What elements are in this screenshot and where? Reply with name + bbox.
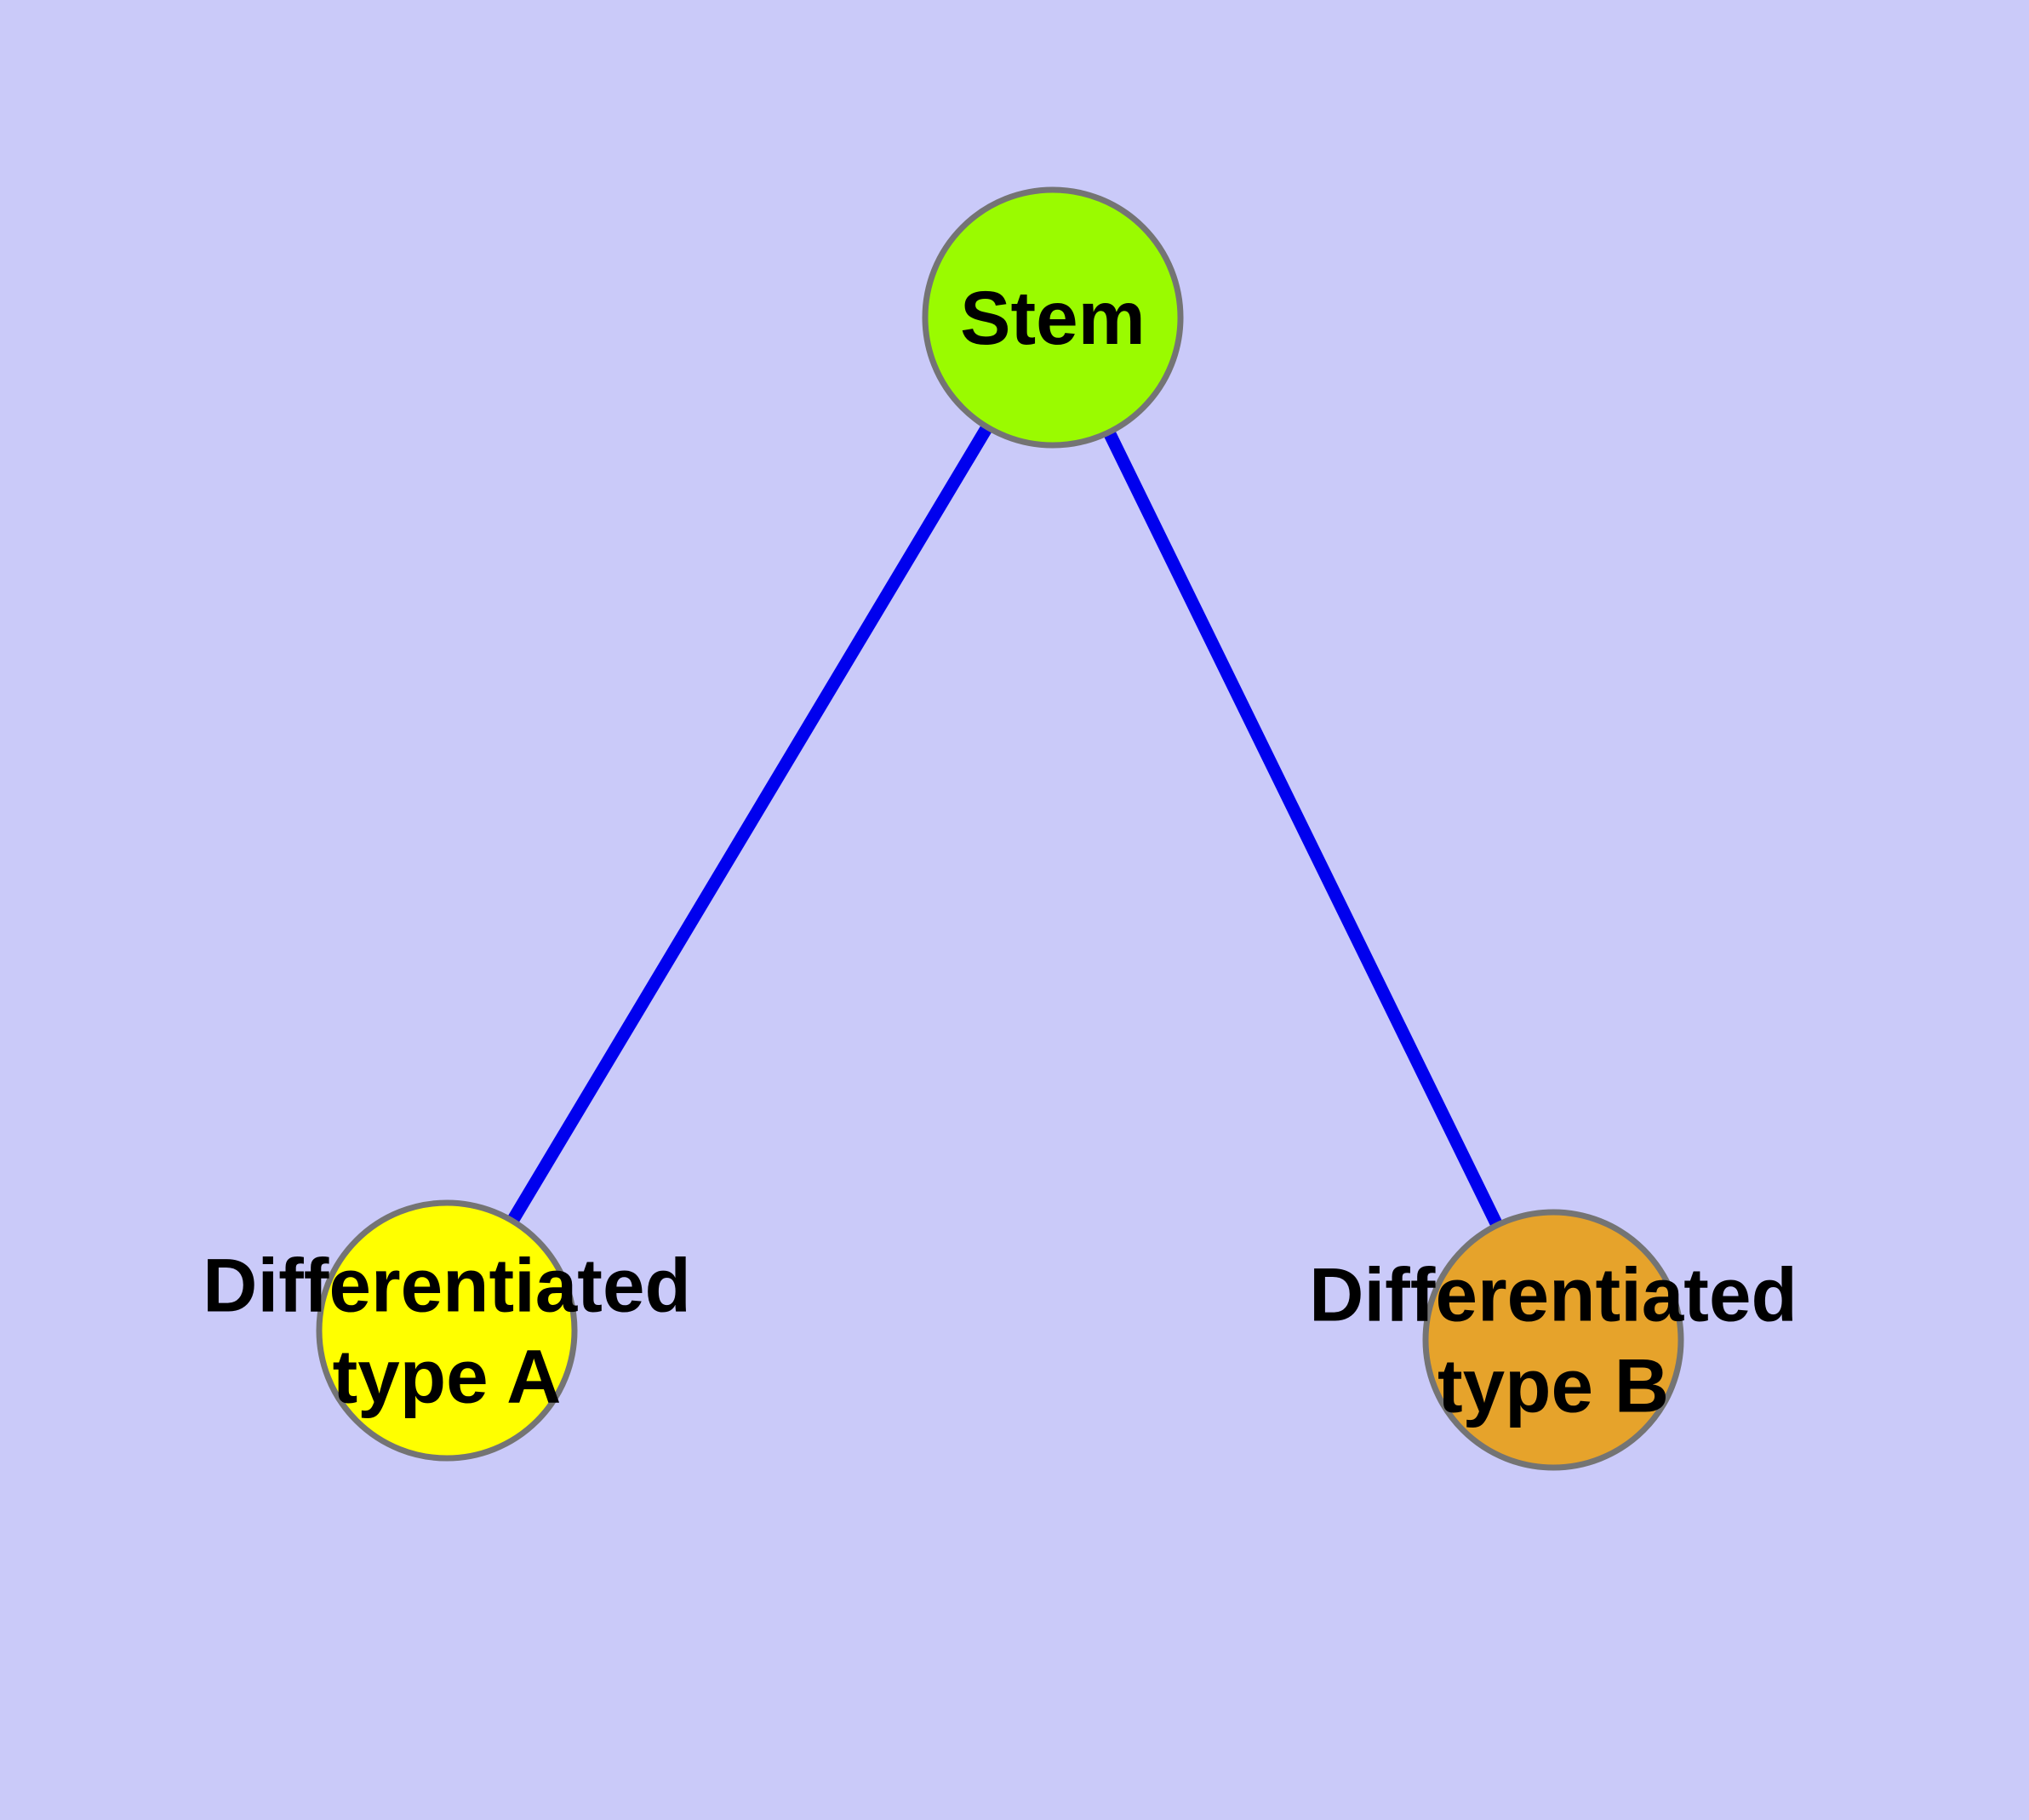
node-stem[interactable]: Stem <box>922 186 1184 449</box>
node-label-diff-a-line1: Differentiated <box>203 1243 691 1328</box>
node-label-stem-line1: Stem <box>960 275 1146 360</box>
node-label-diff-a-line2: type A <box>333 1334 562 1419</box>
node-label-diff-b-line2: type B <box>1437 1343 1669 1428</box>
edge-stem-to-diff-b <box>1047 314 1559 1343</box>
node-circle-diff-b[interactable] <box>1422 1209 1684 1471</box>
edges-layer <box>441 314 1559 1343</box>
node-circle-stem[interactable] <box>922 186 1184 449</box>
edge-stem-to-diff-a <box>441 314 1059 1334</box>
node-label-diff-b-line1: Differentiated <box>1309 1252 1798 1337</box>
node-circle-diff-a[interactable] <box>316 1199 578 1462</box>
